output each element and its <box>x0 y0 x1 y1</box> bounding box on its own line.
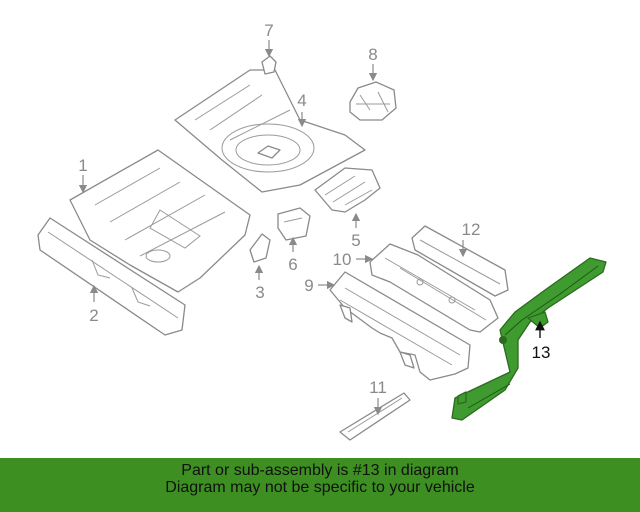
callout-9: 9 <box>304 276 313 295</box>
callout-labels: 1 2 3 4 5 6 7 8 9 10 11 12 13 <box>78 21 550 397</box>
part-3-small-panel <box>249 233 271 263</box>
part-11-small-rail <box>339 392 411 441</box>
info-banner: Part or sub-assembly is #13 in diagram D… <box>0 458 640 512</box>
parts-diagram: 1 2 3 4 5 6 7 8 9 10 11 12 13 <box>37 21 607 441</box>
leader-lines <box>78 40 545 416</box>
callout-10: 10 <box>333 250 352 269</box>
callout-12: 12 <box>462 220 481 239</box>
callout-8: 8 <box>368 45 377 64</box>
callout-4: 4 <box>297 91 306 110</box>
callout-2: 2 <box>89 306 98 325</box>
callout-11: 11 <box>369 378 387 397</box>
part-5-reinforcement <box>314 167 381 213</box>
callout-3: 3 <box>255 283 264 302</box>
callout-5: 5 <box>351 231 360 250</box>
part-4-rear-floor-pan <box>174 69 366 193</box>
callout-6: 6 <box>288 255 297 274</box>
part-12-rail <box>411 225 509 297</box>
callout-1: 1 <box>78 156 87 175</box>
callout-13: 13 <box>532 343 551 362</box>
part-1-front-floor-pan <box>69 149 251 293</box>
banner-line-2: Diagram may not be specific to your vehi… <box>165 479 475 496</box>
part-6-bracket <box>277 207 311 241</box>
callout-7: 7 <box>264 21 273 40</box>
part-9-side-member <box>329 271 471 381</box>
part-10-rail <box>369 243 499 333</box>
banner-line-1: Part or sub-assembly is #13 in diagram <box>181 462 459 479</box>
part-8-bracket <box>349 81 397 121</box>
part-2-cross-member <box>37 217 186 336</box>
part-7-clip <box>261 55 277 75</box>
